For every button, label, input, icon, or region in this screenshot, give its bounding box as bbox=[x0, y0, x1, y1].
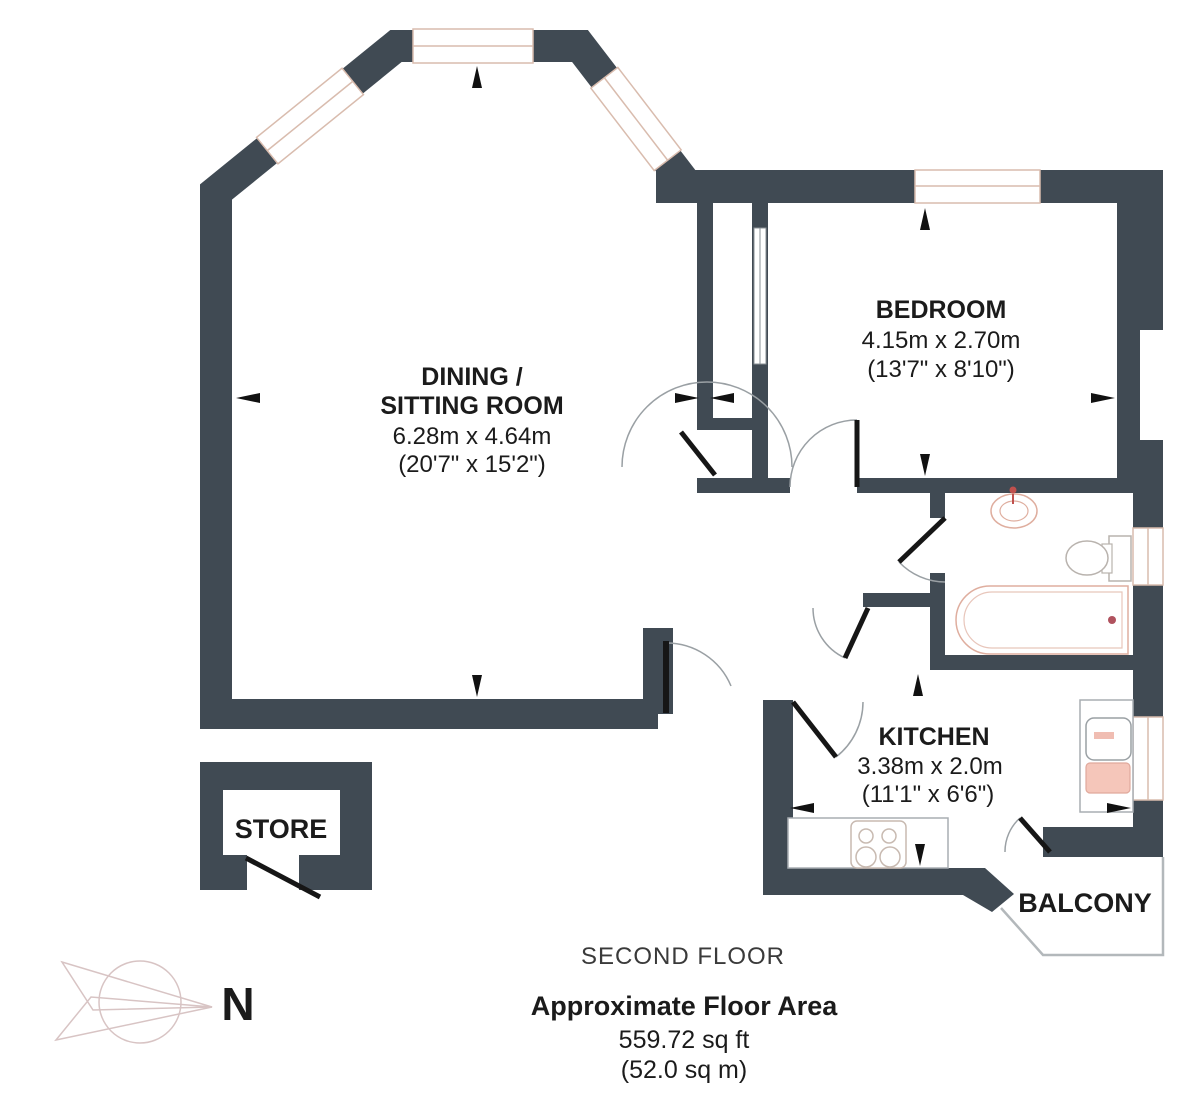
kitchen-metric: 3.38m x 2.0m bbox=[857, 753, 1002, 780]
hall-inner-stub bbox=[863, 593, 945, 607]
north-label: N bbox=[221, 978, 254, 1030]
floor-label: SECOND FLOOR bbox=[581, 943, 785, 970]
corridor-glazing bbox=[753, 227, 767, 365]
corridor-left-wall bbox=[697, 196, 713, 430]
kitchen-window bbox=[1132, 716, 1164, 801]
bedroom-metric: 4.15m x 2.70m bbox=[862, 327, 1021, 354]
kitchen-bottom-wall bbox=[763, 868, 985, 895]
bathroom-door-leaf bbox=[897, 516, 947, 564]
bathroom-left-wall-upper bbox=[930, 493, 945, 518]
arrow-right-bedroom bbox=[1091, 393, 1115, 403]
arrow-down-bedroom bbox=[920, 454, 930, 476]
balcony-outline bbox=[1000, 857, 1165, 957]
bedroom-imperial: (13'7" x 8'10") bbox=[867, 356, 1015, 383]
kitchen-balcony-wall bbox=[1043, 827, 1163, 857]
basin-fixture bbox=[990, 486, 1038, 529]
bathroom-right-wall-lower bbox=[1133, 585, 1163, 655]
kitchen-door-arc bbox=[835, 701, 864, 758]
kitchen-imperial: (11'1" x 6'6") bbox=[862, 781, 994, 808]
doors bbox=[621, 381, 1052, 854]
bathtub-fixture bbox=[955, 585, 1129, 655]
bathroom-right-wall-upper bbox=[1133, 493, 1163, 528]
store-floor bbox=[223, 790, 340, 855]
store-door-leaf bbox=[244, 855, 322, 900]
kitchen-right-wall-lower bbox=[1133, 800, 1163, 827]
area-title: Approximate Floor Area bbox=[531, 991, 839, 1021]
arrow-up-kitchen bbox=[913, 674, 923, 696]
arrow-right-kitchen bbox=[1107, 803, 1131, 813]
kitchen-door-leaf bbox=[791, 700, 838, 759]
arrow-left-kitchen bbox=[790, 803, 814, 813]
arrow-down-dining bbox=[472, 675, 482, 697]
bathtub-drain bbox=[1108, 616, 1116, 624]
dining-door-arc bbox=[621, 381, 793, 468]
dining-door-leaf bbox=[679, 430, 717, 477]
balcony-label: BALCONY bbox=[1018, 888, 1152, 918]
bathroom-window bbox=[1132, 527, 1164, 586]
hall-door-leaf bbox=[842, 606, 871, 660]
dining-room-metric: 6.28m x 4.64m bbox=[393, 423, 552, 450]
area-imperial: 559.72 sq ft bbox=[619, 1026, 750, 1054]
area-metric: (52.0 sq m) bbox=[621, 1056, 747, 1084]
balcony-door-leaf bbox=[1018, 816, 1052, 854]
hall-door-arc bbox=[812, 607, 846, 659]
arrow-right-dining bbox=[675, 393, 699, 403]
balcony-door-wedge-wall bbox=[963, 868, 1014, 912]
bay-window-left bbox=[255, 67, 365, 165]
dining-room-imperial: (20'7" x 15'2") bbox=[398, 451, 546, 478]
dimension-arrows bbox=[236, 66, 1131, 866]
bedroom-right-wall-upper bbox=[1117, 170, 1163, 330]
store-label: STORE bbox=[235, 814, 328, 844]
bay-window-top bbox=[412, 28, 534, 64]
top-wall bbox=[656, 170, 1163, 203]
store-interior bbox=[223, 790, 340, 900]
arrow-left-bedroom bbox=[710, 393, 734, 403]
kitchen-label: KITCHEN bbox=[878, 723, 989, 751]
entrance-door-arc bbox=[665, 642, 732, 687]
compass-icon bbox=[54, 960, 213, 1044]
arrow-left-dining bbox=[236, 393, 260, 403]
dining-room-label-line1: DINING / bbox=[421, 363, 522, 391]
bay-window-right bbox=[589, 66, 683, 172]
dining-room-label-line2: SITTING ROOM bbox=[380, 392, 563, 420]
hob-fixture bbox=[850, 820, 907, 869]
hall-top-wall bbox=[697, 478, 790, 493]
sink-drainer-fixture bbox=[1079, 699, 1134, 813]
arrow-up-bay bbox=[472, 66, 482, 88]
toilet-fixture bbox=[1065, 535, 1132, 582]
bathroom-bottom-wall bbox=[930, 655, 1163, 670]
bedroom-label: BEDROOM bbox=[876, 296, 1007, 324]
bedroom-door-arc bbox=[789, 419, 858, 488]
bedroom-bottom-wall bbox=[857, 478, 1140, 493]
bathroom-left-wall-lower bbox=[930, 573, 945, 655]
bedroom-window bbox=[914, 169, 1041, 204]
bathroom-door-arc bbox=[898, 561, 946, 583]
kitchen-counter bbox=[787, 817, 949, 869]
arrow-up-bedroom bbox=[920, 208, 930, 230]
corridor-bottom-stub bbox=[697, 418, 765, 430]
balcony-door-arc bbox=[1004, 817, 1021, 853]
kitchen-right-wall-upper bbox=[1133, 670, 1163, 717]
bedroom-right-wall-lower bbox=[1117, 330, 1140, 440]
windows bbox=[255, 28, 1164, 801]
arrow-down-kitchen bbox=[915, 844, 925, 866]
